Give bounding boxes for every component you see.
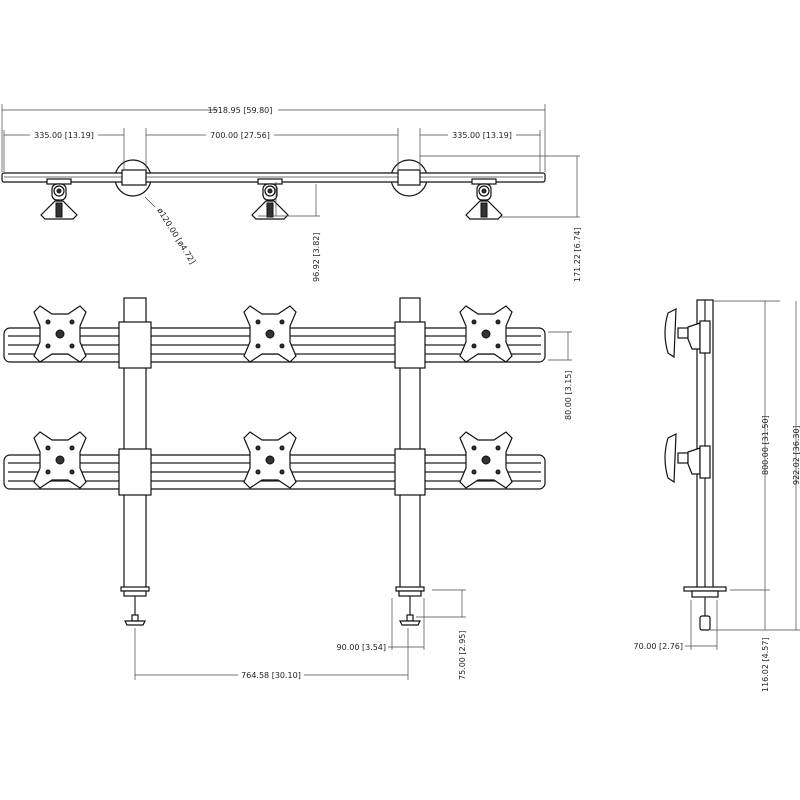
- mount-top-center: [251, 178, 289, 220]
- desk-clamp-right: [395, 586, 425, 626]
- dim-mount-depth: 96.92 [3.82]: [312, 233, 321, 283]
- dim-right-span: 335.00 [13.19]: [452, 131, 512, 140]
- dim-left-span: 335.00 [13.19]: [34, 131, 94, 140]
- vesa-plate: [459, 305, 513, 363]
- dim-overall-height: 922.02 [36.30]: [792, 425, 800, 485]
- dim-clamp-depth: 70.00 [2.76]: [634, 642, 684, 651]
- dim-total-depth: 171.22 [6.74]: [573, 227, 582, 282]
- vesa-plate: [33, 305, 87, 363]
- dim-bar-height: 80.00 [3.15]: [564, 371, 573, 421]
- vesa-plate: [243, 305, 297, 363]
- vesa-plate: [243, 431, 297, 489]
- dim-clamp-range: 75.00 [2.95]: [458, 631, 467, 681]
- dim-clamp-height: 116.02 [4.57]: [761, 637, 770, 692]
- dim-rail-height: 800.00 [31.50]: [761, 415, 770, 475]
- vesa-plate: [33, 431, 87, 489]
- side-view: 800.00 [31.50] 922.02 [36.30] 70.00 [2.7…: [634, 299, 800, 692]
- front-view: 80.00 [3.15] 764.58 [30.10] 90.00 [3.54]…: [3, 297, 573, 681]
- dim-clamp-width: 90.00 [3.54]: [337, 643, 387, 652]
- dim-pole-spacing: 764.58 [30.10]: [241, 671, 301, 680]
- vesa-plate: [459, 431, 513, 489]
- dim-pole-diameter: ø120.00 [ø4.72]: [155, 206, 197, 265]
- mount-top-left: [40, 178, 78, 220]
- top-view: 1518.95 [59.80] 335.00 [13.19] 700.00 [2…: [1, 104, 582, 283]
- desk-clamp-left: [120, 586, 150, 626]
- mount-top-right: [465, 178, 503, 220]
- dim-center-span: 700.00 [27.56]: [210, 131, 270, 140]
- dim-overall-width: 1518.95 [59.80]: [208, 106, 273, 115]
